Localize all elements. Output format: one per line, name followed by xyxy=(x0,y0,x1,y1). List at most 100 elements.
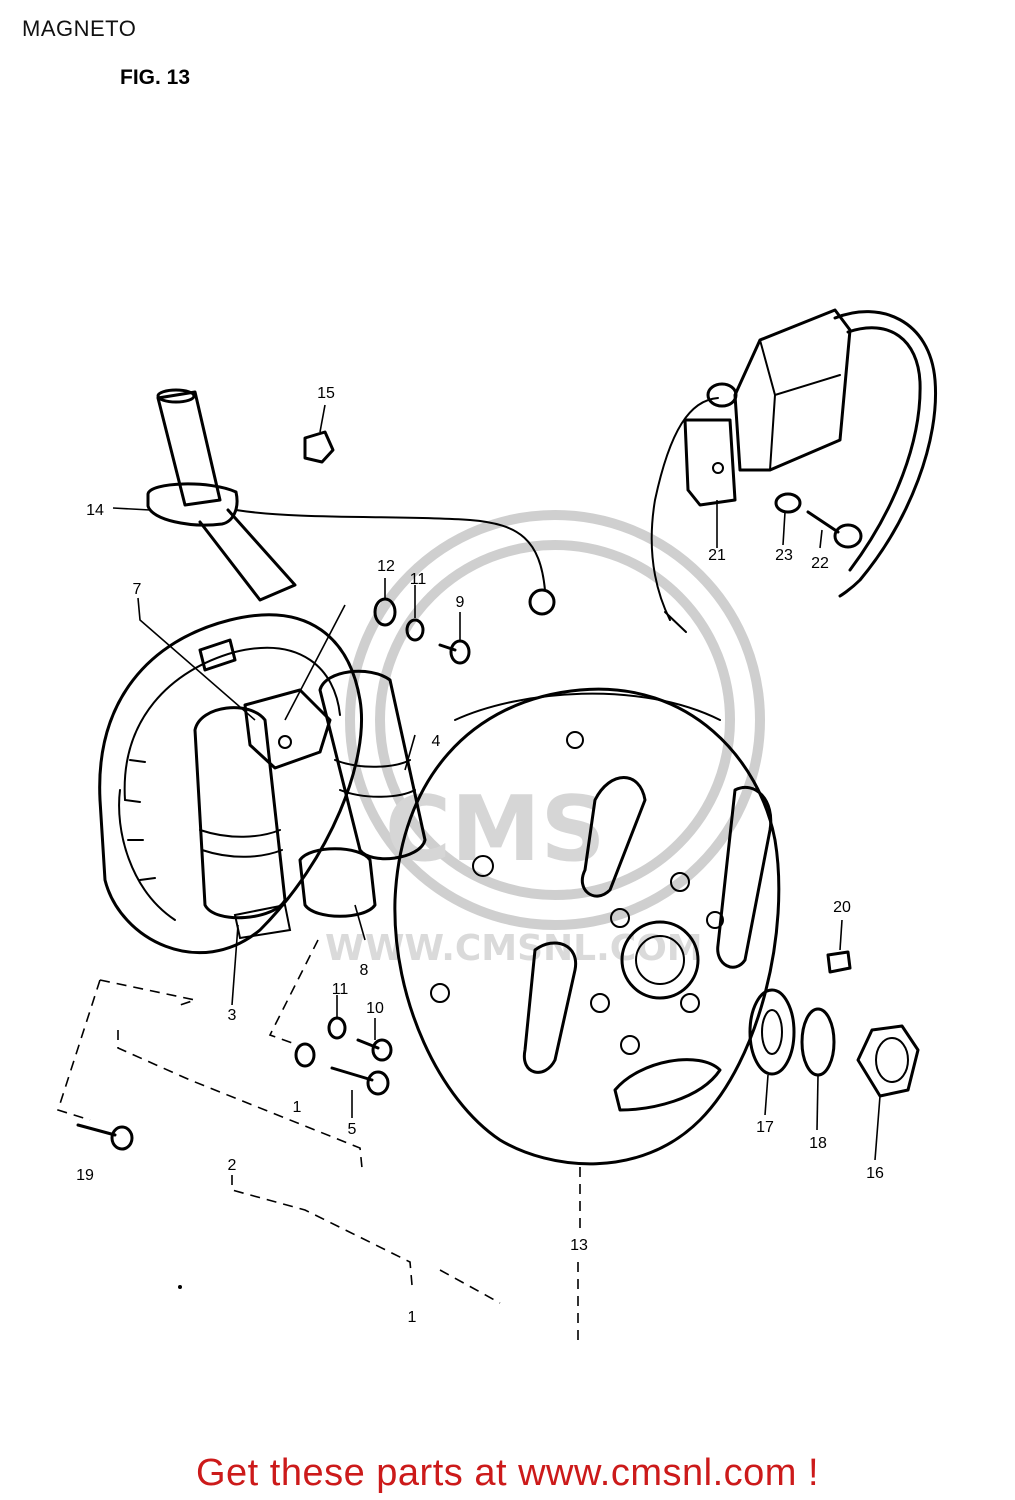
callout-16: 16 xyxy=(866,1165,884,1182)
grommet-body xyxy=(303,430,335,464)
flywheel-window-top xyxy=(580,776,647,898)
exploded-parts-diagram: CMS WWW.CMSNL.COM xyxy=(56,308,938,1341)
callout-12: 12 xyxy=(377,558,395,575)
flywheel-hub-bore xyxy=(635,935,685,985)
coil-screw-head xyxy=(833,523,863,549)
callout-labels: 1 2 3 4 5 1 7 8 9 10 11 11 12 13 14 15 1… xyxy=(76,385,884,1326)
flywheel-window-bottom xyxy=(613,1058,722,1112)
bracket-2-upper xyxy=(117,1030,363,1169)
flat-washer-17 xyxy=(748,988,796,1076)
woodruff-key xyxy=(826,950,852,974)
page-title: MAGNETO xyxy=(22,16,137,41)
breaker-fasteners xyxy=(373,597,471,665)
callout-17: 17 xyxy=(756,1119,774,1136)
bracket-1-tail xyxy=(439,1269,501,1304)
watermark-inner-ring xyxy=(375,540,735,900)
ht-lead-inner xyxy=(846,326,922,572)
callout-5: 5 xyxy=(348,1121,357,1138)
grommet xyxy=(303,430,335,464)
callout-7: 7 xyxy=(133,581,142,598)
leader-7 xyxy=(137,597,256,721)
coil-front-edge xyxy=(769,394,776,471)
ht-lead xyxy=(833,310,938,598)
lighting-coil xyxy=(193,706,287,920)
stator-plate xyxy=(98,613,363,955)
callout-3: 3 xyxy=(228,1007,237,1024)
leader-13-lower xyxy=(572,1262,579,1341)
flywheel-hole xyxy=(430,983,450,1003)
leader-lines xyxy=(112,404,881,1341)
flywheel-hole xyxy=(566,731,584,749)
lock-washer-18 xyxy=(800,1007,836,1077)
coil-fasteners xyxy=(774,492,863,549)
watermark: CMS WWW.CMSNL.COM xyxy=(325,510,765,969)
flywheel-hole xyxy=(670,872,690,892)
bracket-1 xyxy=(268,939,319,1046)
flat-washer-17-hole xyxy=(761,1009,783,1055)
callout-13: 13 xyxy=(570,1237,588,1254)
coil-wire-terminal xyxy=(664,611,687,633)
flywheel-window-right xyxy=(716,785,773,969)
coil-bracket-hole xyxy=(712,462,724,474)
flywheel-face xyxy=(393,687,781,1166)
stator-fasteners xyxy=(76,1016,393,1151)
screw-19-shank xyxy=(76,1123,117,1137)
callout-14: 14 xyxy=(86,502,104,519)
lighting-coil-windings xyxy=(199,829,283,858)
flywheel-hole xyxy=(590,993,610,1013)
leader-17 xyxy=(764,1074,769,1116)
leader-20 xyxy=(839,919,843,951)
flywheel-rim-top xyxy=(454,692,721,721)
callout-20: 20 xyxy=(833,899,851,916)
flywheel-window-left xyxy=(522,941,578,1074)
harness-grommet xyxy=(146,482,239,527)
callout-19: 19 xyxy=(76,1167,94,1184)
ground-wire-ring-terminal xyxy=(528,588,556,616)
stator-plate-rim xyxy=(123,646,341,801)
screw-5-shank xyxy=(330,1066,374,1082)
bracket-19-top xyxy=(99,979,199,1006)
callout-2: 2 xyxy=(228,1157,237,1174)
assembly-brackets xyxy=(56,939,501,1304)
coil-body xyxy=(733,308,852,472)
leader-15 xyxy=(319,404,326,433)
coil-terminal xyxy=(706,382,738,408)
screw-9-head xyxy=(449,639,471,665)
coil-primary-wire xyxy=(650,397,719,621)
callout-4: 4 xyxy=(432,733,441,750)
flywheel-hole xyxy=(706,911,724,929)
stray-dot xyxy=(178,1285,182,1289)
rotor-fasteners xyxy=(748,950,920,1098)
contact-breaker-point xyxy=(243,688,332,770)
callout-1: 1 xyxy=(408,1309,417,1326)
screw-10-head xyxy=(371,1038,393,1062)
ground-wire xyxy=(235,509,546,591)
flywheel-hole xyxy=(680,993,700,1013)
stator-bracket xyxy=(233,903,292,940)
ignition-coil xyxy=(650,308,938,633)
screw-5-head xyxy=(366,1070,390,1096)
wire-harness-end xyxy=(156,388,196,404)
callout-22: 22 xyxy=(811,555,829,572)
coil-lock-washer xyxy=(774,492,802,514)
get-parts-link[interactable]: Get these parts at www.cmsnl.com ! xyxy=(195,1452,820,1494)
figure-label: FIG. 13 xyxy=(120,66,191,89)
stator-plate-slots xyxy=(118,789,176,921)
callout-18: 18 xyxy=(809,1135,827,1152)
callout-15: 15 xyxy=(317,385,335,402)
callout-11b: 11 xyxy=(332,981,349,998)
watermark-url: WWW.CMSNL.COM xyxy=(325,928,703,969)
watermark-brand: CMS xyxy=(385,777,605,882)
callout-11a: 11 xyxy=(410,571,427,588)
flywheel-rotor xyxy=(393,687,781,1166)
flywheel-hole xyxy=(610,908,630,928)
condenser xyxy=(298,847,377,918)
leader-8 xyxy=(354,904,366,941)
callout-10: 10 xyxy=(366,1000,384,1017)
leader-16 xyxy=(874,1095,881,1161)
bracket-2-lower xyxy=(231,1175,413,1286)
callout-9: 9 xyxy=(456,594,465,611)
stator-plate-notches xyxy=(124,759,156,881)
callout-8: 8 xyxy=(360,962,369,979)
rotor-nut xyxy=(856,1024,920,1098)
